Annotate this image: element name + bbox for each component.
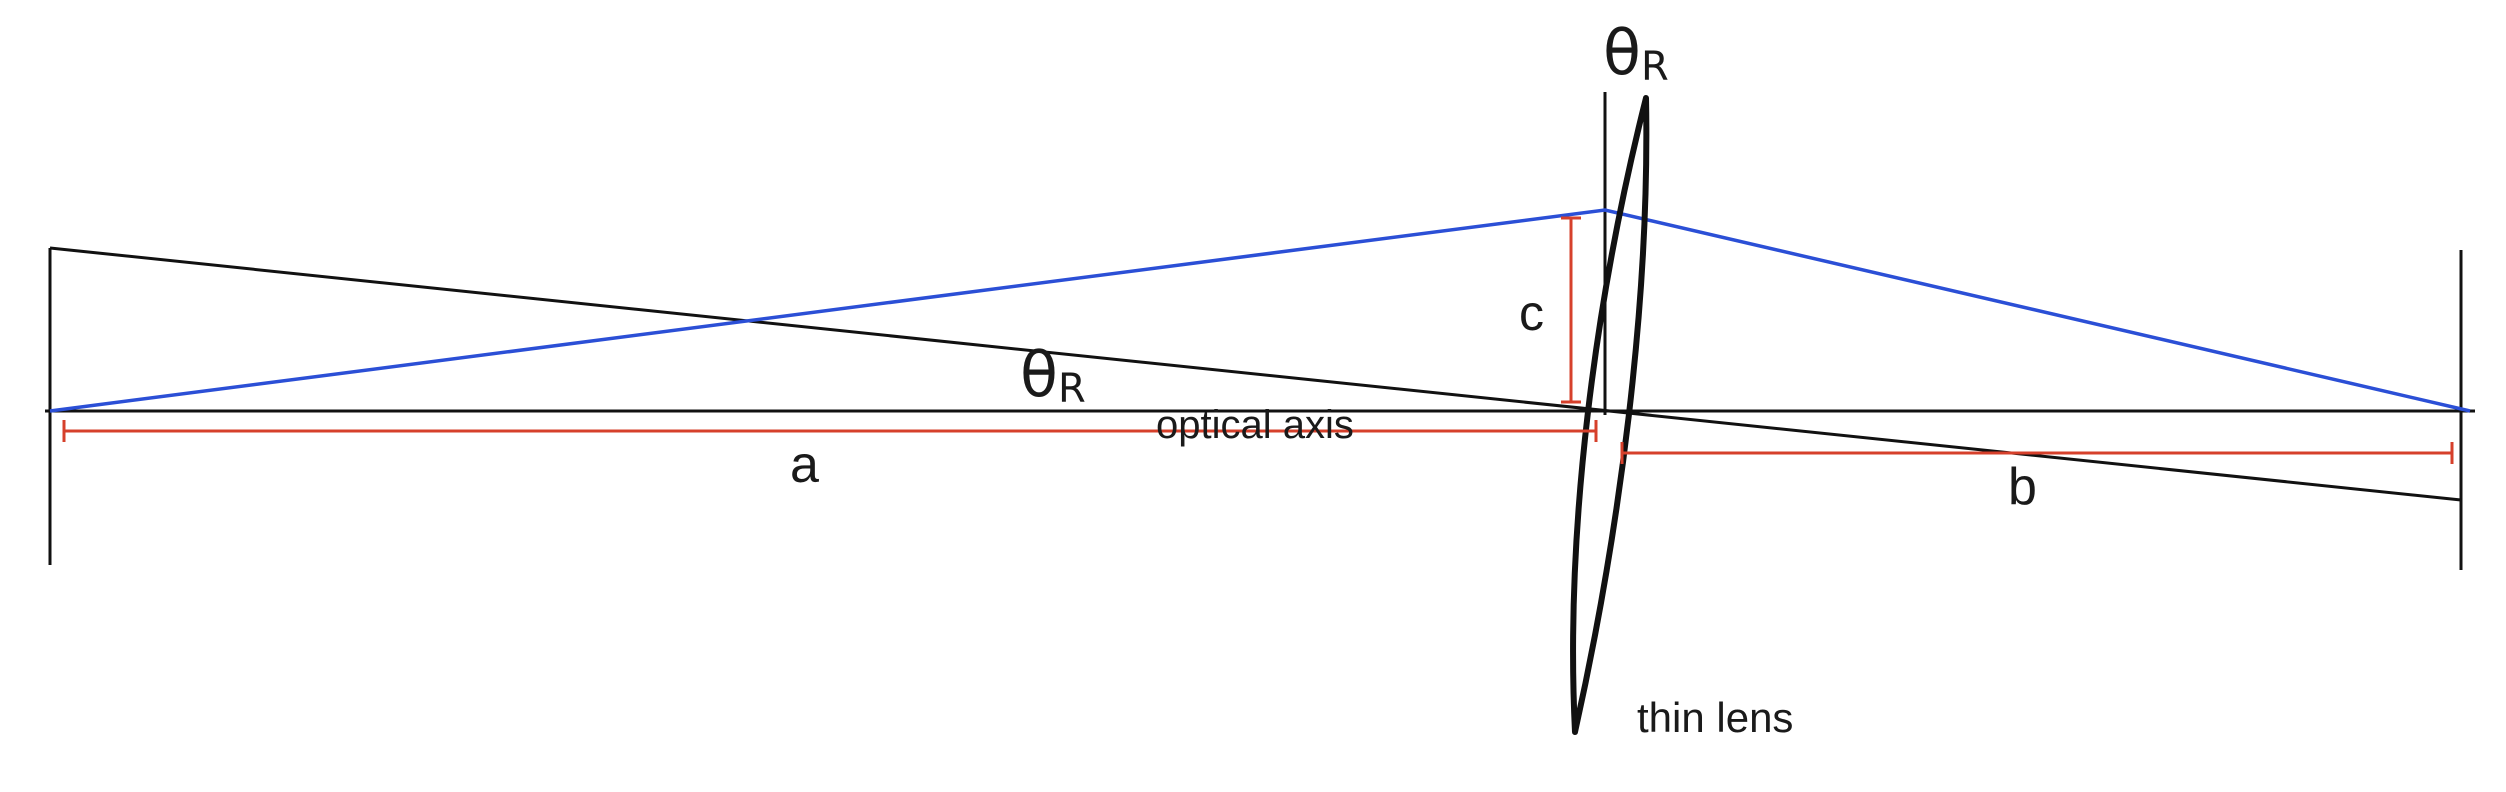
dimension-c [1561, 216, 1581, 404]
c-label: c [1519, 285, 1544, 341]
b-label: b [2008, 458, 2037, 516]
thin-lens-shape [1570, 95, 1650, 735]
theta-top-label: θR [1603, 16, 1669, 90]
optical-axis-label: optical axis [1156, 403, 1354, 447]
thin-lens-label: thin lens [1637, 694, 1793, 741]
chief-ray-line [49, 246, 2462, 502]
dimension-b [1620, 442, 2454, 464]
dimension-a [62, 420, 1598, 442]
theta-mid-label: θR [1020, 338, 1086, 412]
marginal-ray-line [49, 208, 2471, 413]
a-label: a [790, 436, 819, 494]
